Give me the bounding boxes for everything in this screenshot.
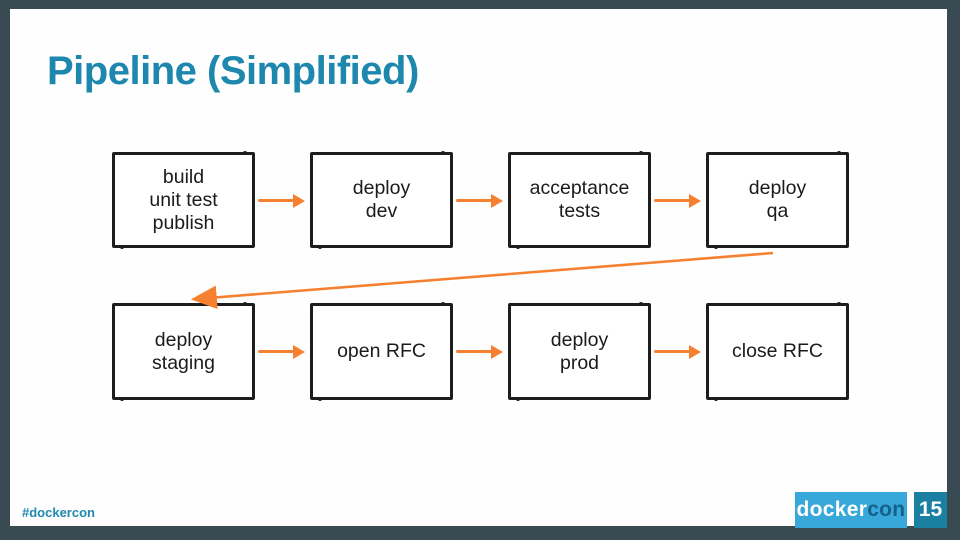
logo-text-docker: docker xyxy=(796,498,868,521)
flow-arrow-build-to-deploy-dev xyxy=(258,193,305,208)
logo-text-con: con xyxy=(867,498,906,521)
node-label-line: acceptance xyxy=(529,177,630,199)
node-label-line: deploy xyxy=(352,177,411,199)
node-label-line: deploy xyxy=(154,328,213,351)
node-label-line: publish xyxy=(152,211,215,234)
node-label-line: staging xyxy=(152,351,215,374)
page-title: Pipeline (Simplified) xyxy=(47,48,419,93)
node-label-line: prod xyxy=(559,351,600,374)
flow-node-deploy-qa: deploy qa xyxy=(706,151,849,249)
flow-node-close-rfc: close RFC xyxy=(706,302,849,401)
flow-node-acceptance-tests: acceptance tests xyxy=(508,151,651,249)
node-label-line: deploy xyxy=(550,328,609,351)
node-label-line: dev xyxy=(365,200,398,222)
node-label-line: unit test xyxy=(149,188,218,211)
flow-arrow-acceptance-to-deploy-qa xyxy=(654,193,701,208)
node-label-line: build xyxy=(162,165,205,188)
node-label-line: close RFC xyxy=(731,340,824,362)
flow-arrow-staging-to-open-rfc xyxy=(258,344,305,359)
flow-node-deploy-staging: deploy staging xyxy=(112,302,255,401)
flow-node-build-unit-test-publish: build unit test publish xyxy=(112,151,255,249)
node-label-line: open RFC xyxy=(337,340,426,362)
footer-hashtag: #dockercon xyxy=(22,505,95,520)
flow-node-deploy-prod: deploy prod xyxy=(508,302,651,401)
node-label-line: deploy xyxy=(748,177,807,199)
flow-arrow-deploy-prod-to-close-rfc xyxy=(654,344,701,359)
flow-arrow-open-rfc-to-deploy-prod xyxy=(456,344,503,359)
flow-node-open-rfc: open RFC xyxy=(310,302,453,401)
flow-arrow-deploy-dev-to-acceptance xyxy=(456,193,503,208)
node-label-line: qa xyxy=(766,200,789,222)
page-number-badge: 15 xyxy=(914,492,947,528)
flow-node-deploy-dev: deploy dev xyxy=(310,151,453,249)
node-label-line: tests xyxy=(558,200,601,222)
